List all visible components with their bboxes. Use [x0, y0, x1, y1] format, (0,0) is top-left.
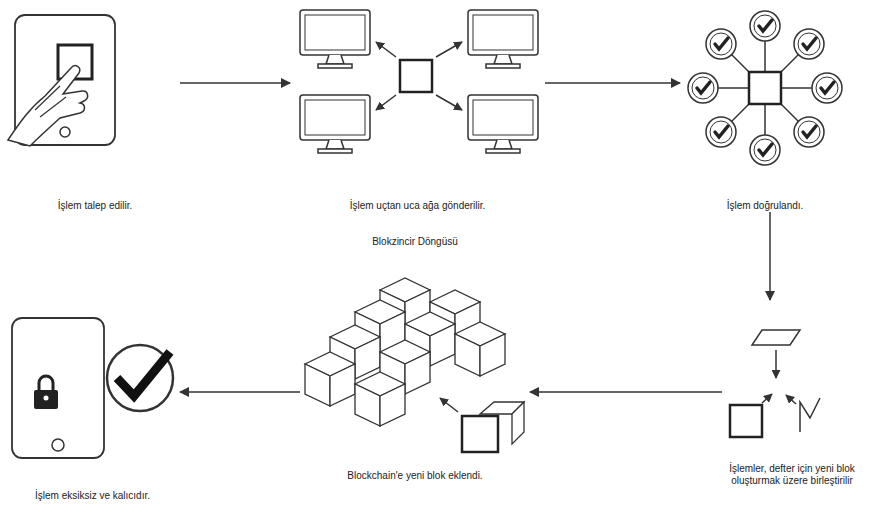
step-box: İşlem talep edilir. [10, 5, 180, 212]
step-caption: İşlem eksiksiz ve kalıcıdır. [5, 490, 180, 502]
illustration-area [10, 5, 180, 200]
step-box: İşlemler, defter için yeni blok oluşturm… [722, 300, 862, 487]
verification-ring [688, 11, 842, 165]
step-caption: İşlem doğrulandı. [680, 200, 850, 212]
step-caption: İşlem talep edilir. [10, 200, 180, 212]
step-box: Blockchain'e yeni blok eklendi. [300, 270, 530, 482]
block-cubes [305, 278, 524, 452]
flow-arrow [180, 82, 290, 84]
illustration-area [300, 270, 530, 470]
step-caption: Blockchain'e yeni blok eklendi. [300, 470, 530, 482]
network-computers [300, 10, 538, 153]
illustration-area [290, 5, 545, 200]
illustration-area [722, 300, 862, 463]
step-caption: İşlemler, defter için yeni blok oluşturm… [722, 463, 862, 487]
combine-icons [730, 330, 820, 437]
diagram-title: Blokzincir Döngüsü [315, 236, 515, 248]
step-box: İşlem eksiksiz ve kalıcıdır. [5, 310, 180, 502]
illustration-area [5, 310, 180, 490]
step-box: İşlem uçtan uca ağa gönderilir. [290, 5, 545, 212]
step-caption: İşlem uçtan uca ağa gönderilir. [290, 200, 545, 212]
flow-arrow [545, 82, 680, 84]
flow-arrow [180, 391, 300, 393]
tablet-hand [8, 15, 115, 146]
flow-arrow [530, 391, 722, 393]
illustration-area [680, 5, 850, 200]
secured-phone [12, 318, 173, 458]
step-box: İşlem doğrulandı. [680, 5, 850, 212]
flow-arrow [769, 212, 771, 300]
